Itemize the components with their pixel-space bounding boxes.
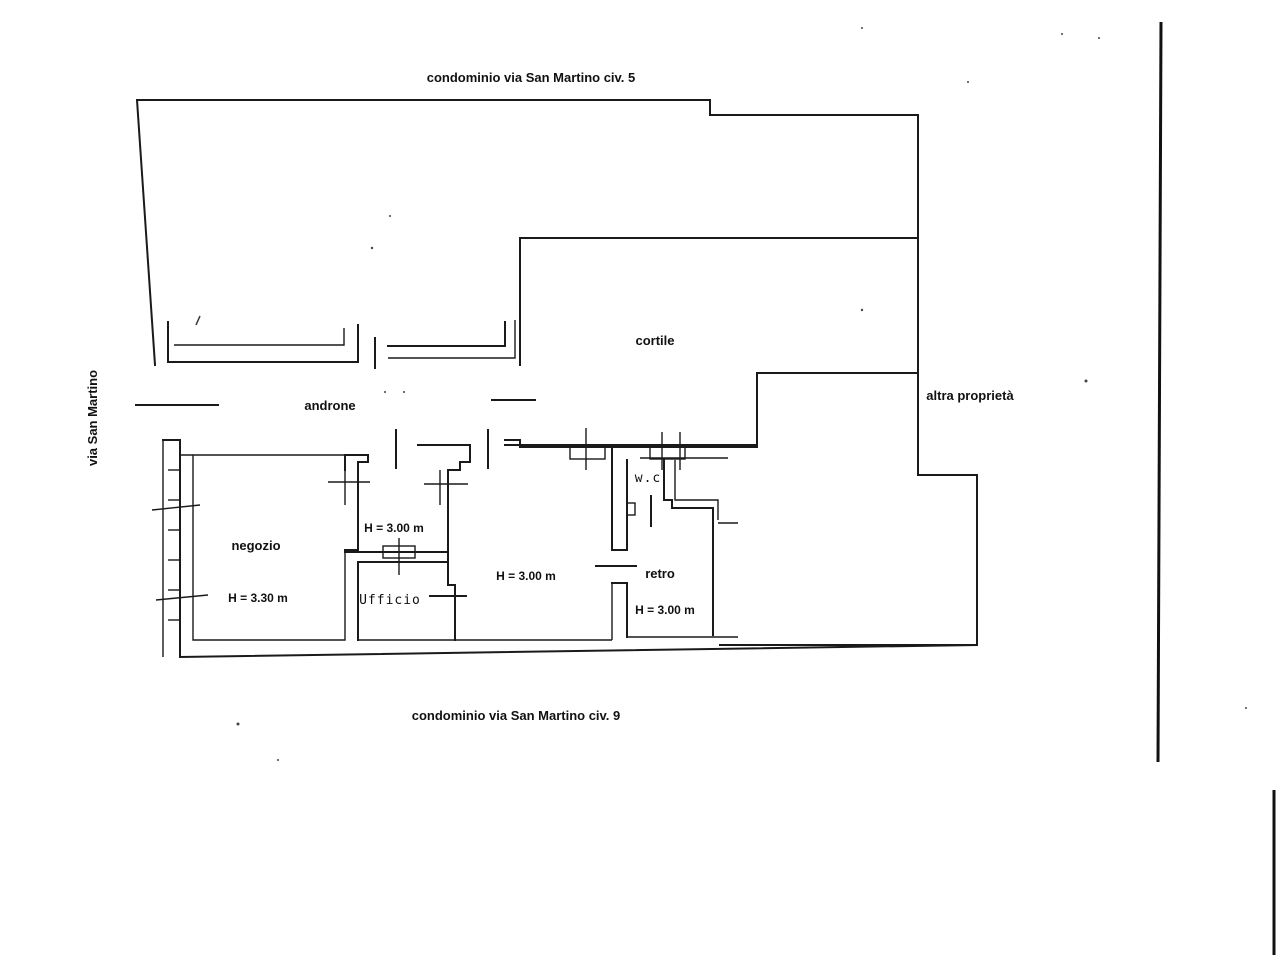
main-room-window-2	[649, 446, 686, 460]
shop-outer-thick-wall	[180, 454, 346, 641]
back-room-label: retro	[645, 566, 675, 581]
wc-left-wall	[611, 446, 628, 551]
wc-right-wall-in	[674, 460, 719, 520]
courtyard-label: cortile	[635, 333, 674, 348]
retro-left-wall	[611, 582, 628, 638]
wc-fixture	[626, 502, 636, 516]
small-room-height-label: H = 3.00 m	[364, 521, 424, 535]
shop-window-mark-upper	[151, 504, 201, 511]
upper-inner-wall-left-in	[174, 328, 345, 346]
wc-label: w.c	[635, 471, 661, 486]
wc-right-wall	[663, 459, 714, 636]
upper-inner-wall-right	[387, 321, 506, 347]
office-label: Ufficio	[359, 593, 421, 608]
upper-inner-wall-left	[167, 321, 359, 363]
courtyard-right-wall	[719, 237, 978, 646]
upper-boundary-wall	[135, 99, 919, 367]
other-property-label: altra proprietà	[926, 388, 1014, 403]
small-room-right-wall	[417, 444, 471, 551]
back-room-height-label: H = 3.00 m	[635, 603, 695, 617]
main-room-top-wall	[504, 439, 758, 448]
main-room-height-label: H = 3.00 m	[496, 569, 556, 583]
shop-label: negozio	[231, 538, 280, 553]
upper-inner-wall-right-in	[388, 320, 516, 359]
neighbor-top-label: condominio via San Martino civ. 5	[427, 70, 636, 85]
main-room-window-1	[569, 446, 606, 460]
entrance-hall-label: androne	[304, 398, 355, 413]
lower-building-outline	[162, 439, 979, 659]
street-label: via San Martino	[85, 370, 100, 466]
shop-window-mark-lower	[155, 594, 209, 601]
shop-front-jambs	[162, 440, 180, 657]
shop-inner-wall	[193, 454, 346, 470]
office-right-wall	[447, 561, 456, 641]
small-room-left-wall	[344, 454, 369, 551]
shop-height-label: H = 3.30 m	[228, 591, 288, 605]
courtyard-inner-step	[504, 372, 919, 446]
scan-specks	[195, 27, 1247, 761]
neighbor-bottom-label: condominio via San Martino civ. 9	[412, 708, 621, 723]
right-margin-line	[1156, 21, 1163, 763]
